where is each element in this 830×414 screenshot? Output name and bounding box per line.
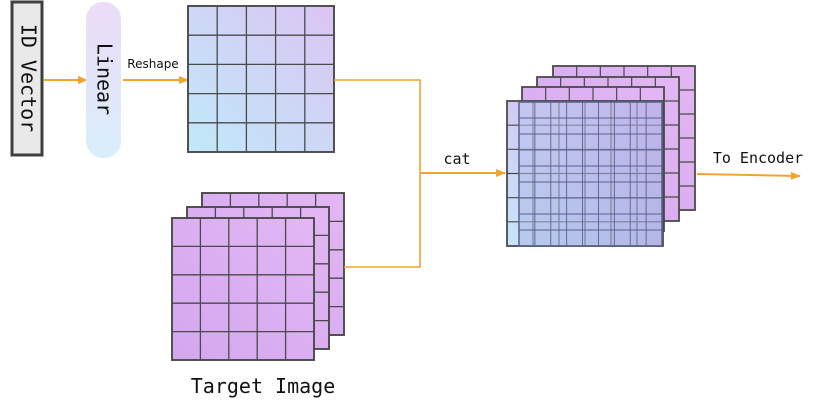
target-image-stack (171, 192, 345, 361)
cat-overlay-grid (518, 101, 663, 247)
concatenated-stack (506, 65, 696, 247)
arrow-to-encoder (696, 171, 801, 180)
target-image-label: Target Image (191, 374, 336, 398)
id-grid-layer (187, 5, 335, 153)
target-image-layer-1 (171, 217, 315, 361)
id-feature-grid (187, 5, 335, 153)
to-encoder-label: To Encoder (713, 149, 803, 167)
reshape-label: Reshape (127, 57, 178, 71)
linear-label: Linear (93, 43, 117, 115)
connector-from-target-image (344, 173, 421, 268)
linear-node: Linear (86, 2, 121, 158)
id-vector-label: ID Vector (17, 24, 41, 132)
id-vector-node: ID Vector (10, 0, 44, 157)
cat-label: cat (443, 150, 470, 168)
connector-from-id-grid (334, 79, 421, 173)
